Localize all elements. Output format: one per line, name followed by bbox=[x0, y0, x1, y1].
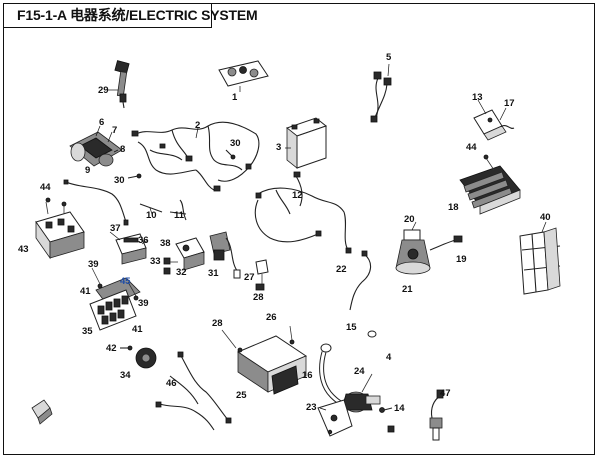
part-fusebox-43 bbox=[35, 197, 85, 260]
part-kit-1 bbox=[218, 60, 269, 92]
callout-30-b: 30 bbox=[114, 175, 125, 186]
callout-24: 24 bbox=[354, 366, 365, 377]
callout-39-b: 39 bbox=[138, 298, 149, 309]
callout-27: 27 bbox=[244, 272, 255, 283]
callout-26: 26 bbox=[266, 312, 277, 323]
callout-18: 18 bbox=[448, 202, 459, 213]
callout-12: 12 bbox=[292, 190, 303, 201]
part-harness-46 bbox=[155, 351, 232, 431]
part-bracket-bottom-left bbox=[31, 399, 53, 425]
part-coil-31 bbox=[209, 231, 241, 279]
part-wire-22 bbox=[349, 250, 372, 311]
callout-44-left: 44 bbox=[40, 182, 51, 193]
callout-38: 38 bbox=[160, 238, 171, 249]
callout-28: 28 bbox=[212, 318, 223, 329]
callout-14: 14 bbox=[394, 403, 405, 414]
callout-3: 3 bbox=[276, 142, 281, 153]
callout-9: 9 bbox=[85, 165, 90, 176]
part-pin-10-11 bbox=[139, 199, 187, 221]
callout-29: 29 bbox=[98, 85, 109, 96]
callout-31: 31 bbox=[208, 268, 219, 279]
callout-20: 20 bbox=[404, 214, 415, 225]
part-cable-5 bbox=[370, 63, 392, 123]
callout-40: 40 bbox=[540, 212, 551, 223]
callout-35: 35 bbox=[82, 326, 93, 337]
callout-42: 42 bbox=[106, 343, 117, 354]
part-screw-30 bbox=[127, 149, 236, 179]
part-bracket-23 bbox=[317, 399, 353, 437]
part-sensor-47 bbox=[429, 389, 444, 441]
part-switch-6-7-8 bbox=[69, 125, 123, 167]
callout-41-b: 41 bbox=[132, 324, 143, 335]
diagram-frame bbox=[3, 3, 595, 455]
callout-34: 34 bbox=[120, 370, 131, 381]
part-cdi-35 bbox=[89, 267, 141, 331]
callout-28-top: 28 bbox=[253, 292, 264, 303]
callout-33: 33 bbox=[150, 256, 161, 267]
part-rack-40 bbox=[519, 221, 561, 295]
part-harness-12 bbox=[254, 171, 352, 254]
part-wire-9 bbox=[63, 179, 129, 226]
callout-6: 6 bbox=[99, 117, 104, 128]
callout-39: 39 bbox=[88, 259, 99, 270]
part-pump-20-21 bbox=[395, 221, 463, 275]
callout-11: 11 bbox=[174, 210, 185, 221]
part-clip-27-28 bbox=[255, 259, 269, 291]
part-harness-2 bbox=[131, 121, 260, 192]
callout-17: 17 bbox=[504, 98, 515, 109]
part-horn-34 bbox=[120, 345, 157, 369]
callout-10: 10 bbox=[146, 210, 157, 221]
part-sensor-29 bbox=[108, 60, 130, 109]
part-waterpump-24 bbox=[341, 373, 381, 413]
callout-41: 41 bbox=[80, 286, 91, 297]
callout-7: 7 bbox=[112, 125, 117, 136]
callout-37: 37 bbox=[110, 223, 121, 234]
title-box: F15-1-A 电器系统/ELECTRIC SYSTEM bbox=[3, 3, 258, 28]
part-bolt-14 bbox=[379, 407, 395, 433]
callout-47: 47 bbox=[440, 388, 451, 399]
callout-43: 43 bbox=[18, 244, 29, 255]
page-title: F15-1-A 电器系统/ELECTRIC SYSTEM bbox=[17, 7, 258, 23]
callout-2: 2 bbox=[195, 120, 200, 131]
part-rectifier-18 bbox=[459, 154, 521, 215]
callout-45: 45 bbox=[120, 276, 131, 287]
callout-30: 30 bbox=[230, 138, 241, 149]
part-battery-3 bbox=[285, 117, 328, 169]
part-starter-relay-32 bbox=[163, 237, 205, 275]
part-bracket-13-17 bbox=[473, 99, 515, 141]
callout-25: 25 bbox=[236, 390, 247, 401]
callout-32: 32 bbox=[176, 267, 187, 278]
callout-23: 23 bbox=[306, 402, 317, 413]
callout-13: 13 bbox=[472, 92, 483, 103]
callout-15: 15 bbox=[346, 322, 357, 333]
callout-16: 16 bbox=[302, 370, 313, 381]
callout-36: 36 bbox=[138, 235, 149, 246]
part-relay-36-37 bbox=[109, 231, 149, 265]
callout-44-right: 44 bbox=[466, 142, 477, 153]
callout-46: 46 bbox=[166, 378, 177, 389]
callout-1: 1 bbox=[232, 92, 238, 103]
callout-5: 5 bbox=[386, 52, 392, 63]
callout-8: 8 bbox=[120, 144, 125, 155]
callouts: 29 1 5 13 17 6 7 8 2 30 30 3 44 18 9 12 … bbox=[18, 52, 551, 414]
part-ecu-25 bbox=[221, 325, 308, 395]
callout-22: 22 bbox=[336, 264, 347, 275]
callout-4: 4 bbox=[386, 352, 392, 363]
callout-19: 19 bbox=[456, 254, 467, 265]
callout-21: 21 bbox=[402, 284, 413, 295]
